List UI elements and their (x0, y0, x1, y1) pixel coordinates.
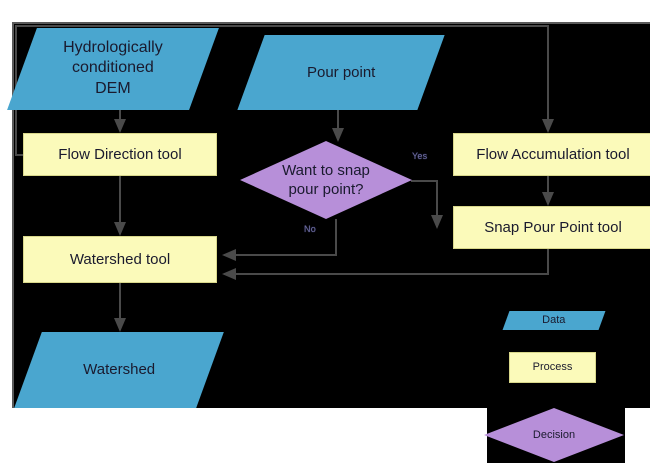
edge-decision-no-to-watershedtool (222, 219, 337, 261)
node-want-to-snap-pour-point-decision[interactable]: Want to snap pour point? (240, 141, 412, 219)
edge-decision-yes-to-snap (411, 180, 443, 229)
legend-label: Decision (532, 428, 576, 441)
edge-flowdir-to-flowaccum (15, 25, 554, 156)
legend-label: Process (532, 361, 573, 374)
node-watershed[interactable]: Watershed (14, 332, 224, 408)
legend-item-process: Process (509, 352, 596, 383)
node-label: Hydrologically conditioned DEM (63, 39, 163, 98)
legend-item-decision: Decision (484, 408, 624, 462)
edge-label-no: No (304, 224, 316, 234)
node-label: Snap Pour Point tool (484, 218, 622, 236)
node-pour-point[interactable]: Pour point (237, 35, 445, 110)
node-label: Want to snap pour point? (282, 161, 370, 198)
node-label: Flow Direction tool (58, 145, 182, 163)
node-label: Watershed tool (69, 250, 171, 268)
node-label: Pour point (306, 63, 376, 81)
node-snap-pour-point-tool[interactable]: Snap Pour Point tool (453, 206, 650, 249)
node-hydrologically-conditioned-dem[interactable]: Hydrologically conditioned DEM (7, 28, 219, 110)
node-flow-direction-tool[interactable]: Flow Direction tool (23, 133, 217, 176)
node-label: Watershed (83, 361, 155, 379)
node-watershed-tool[interactable]: Watershed tool (23, 236, 217, 283)
edge-label-yes: Yes (412, 151, 428, 161)
legend-label: Data (542, 314, 566, 327)
node-label: Flow Accumulation tool (476, 145, 630, 163)
legend-item-data: Data (502, 311, 606, 330)
node-flow-accumulation-tool[interactable]: Flow Accumulation tool (453, 133, 650, 176)
edge-snap-to-watershedtool (222, 249, 549, 280)
